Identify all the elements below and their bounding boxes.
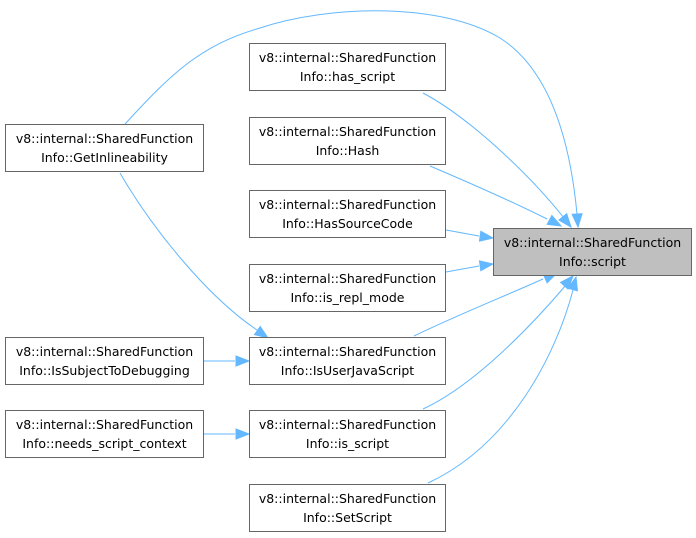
node-has-script[interactable]: v8::internal::SharedFunction Info::has_s… [249,43,446,91]
node-is-repl-mode[interactable]: v8::internal::SharedFunction Info::is_re… [249,264,446,312]
node-is-subject-to-debugging-line2: Info::IsSubjectToDebugging [19,363,190,378]
node-has-script-line1: v8::internal::SharedFunction [258,50,437,65]
edge-is-repl-mode-to-script [445,265,480,273]
node-get-inlineability[interactable]: v8::internal::SharedFunction Info::GetIn… [5,124,204,172]
node-is-repl-mode-line1: v8::internal::SharedFunction [258,271,437,286]
arrowhead-is-script-to-script [559,274,574,290]
node-has-source-code[interactable]: v8::internal::SharedFunction Info::HasSo… [249,190,446,238]
node-is-script-line1: v8::internal::SharedFunction [258,417,437,432]
node-get-inlineability-line2: Info::GetInlineability [41,150,168,165]
edge-is-user-javascript-to-script [413,278,544,337]
node-is-script[interactable]: v8::internal::SharedFunction Info::is_sc… [249,410,446,458]
node-is-user-javascript-line1: v8::internal::SharedFunction [258,344,437,359]
edge-is-script-to-script [422,284,567,410]
node-has-source-code-line2: Info::HasSourceCode [282,216,413,231]
node-needs-script-context-line1: v8::internal::SharedFunction [15,417,194,432]
node-is-user-javascript-line2: Info::IsUserJavaScript [280,363,415,378]
arrowhead-is-subject-to-debugging-to-is-user-javascript [235,355,251,367]
node-is-repl-mode-line2: Info::is_repl_mode [290,290,405,305]
node-set-script[interactable]: v8::internal::SharedFunction Info::SetSc… [249,484,446,532]
node-hash-line2: Info::Hash [315,143,380,158]
edge-get-inlineability-to-script [124,10,578,215]
node-is-subject-to-debugging-line1: v8::internal::SharedFunction [15,344,194,359]
arrowhead-has-source-code-to-script [478,230,495,242]
node-needs-script-context-line2: Info::needs_script_context [22,436,187,451]
node-is-script-line2: Info::is_script [305,436,390,451]
node-set-script-line1: v8::internal::SharedFunction [258,491,437,506]
node-hash-line1: v8::internal::SharedFunction [258,124,437,139]
node-get-inlineability-line1: v8::internal::SharedFunction [15,131,194,146]
node-has-source-code-line1: v8::internal::SharedFunction [258,197,437,212]
node-script-line2: Info::script [559,254,626,269]
node-hash[interactable]: v8::internal::SharedFunction Info::Hash [249,117,446,165]
arrowhead-needs-script-context-to-is-script [235,428,251,440]
edge-has-source-code-to-script [445,229,480,237]
arrowhead-is-repl-mode-to-script [478,260,495,272]
edge-get-inlineability-to-is-user-javascript [119,172,258,331]
edge-set-script-to-script [427,289,574,484]
node-has-script-line2: Info::has_script [299,69,396,84]
edge-hash-to-script [429,165,548,220]
arrowhead-get-inlineability-to-is-user-javascript [253,325,270,339]
node-script-line1: v8::internal::SharedFunction [503,235,682,250]
node-needs-script-context[interactable]: v8::internal::SharedFunction Info::needs… [5,410,204,458]
arrowhead-hash-to-script [546,214,563,227]
arrowhead-get-inlineability-to-script [571,213,583,229]
node-set-script-line2: Info::SetScript [303,510,392,525]
node-is-subject-to-debugging[interactable]: v8::internal::SharedFunction Info::IsSub… [5,337,204,385]
node-script: v8::internal::SharedFunction Info::scrip… [493,228,692,276]
arrowhead-has-script-to-script [558,212,572,229]
edge-has-script-to-script [422,92,565,219]
arrowhead-set-script-to-script [566,275,579,292]
node-is-user-javascript[interactable]: v8::internal::SharedFunction Info::IsUse… [249,337,446,385]
